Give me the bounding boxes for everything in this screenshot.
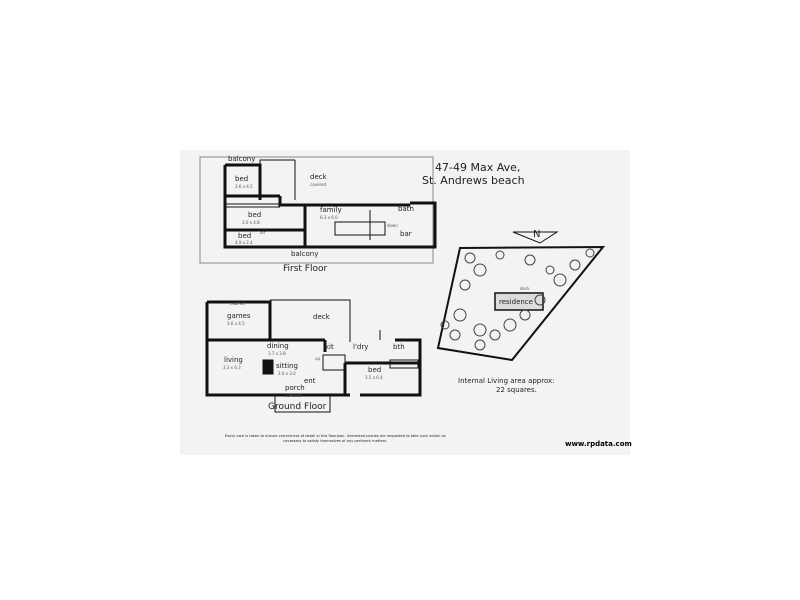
room-dims: 3.0 x 3.0 xyxy=(278,371,296,376)
north-arrow xyxy=(512,231,559,244)
room-label: balcony xyxy=(228,155,256,163)
room-dims: 3.6 x 4.5 xyxy=(235,184,253,189)
room-label: balcony xyxy=(291,250,319,258)
room-dims: 3.5 x 6.4 xyxy=(365,375,383,380)
fireplace xyxy=(262,359,274,375)
room-label: bed xyxy=(238,232,252,240)
room-label: bed xyxy=(368,366,382,374)
floor-plan-sheet: 47-49 Max Ave, St. Andrews beach balcony… xyxy=(180,150,632,455)
room-label: bed xyxy=(235,175,249,183)
watermark: www.rpdata.com xyxy=(565,440,632,448)
north-label: N xyxy=(533,229,541,240)
property-address-line1: 47-49 Max Ave, xyxy=(435,161,521,174)
first-floor-outline xyxy=(199,156,434,264)
room-label: bar xyxy=(400,230,412,238)
first-floor-caption: First Floor xyxy=(283,264,328,274)
disclaimer-line1: Every care is taken to ensure correctnes… xyxy=(225,434,446,438)
room-label: l'dry xyxy=(353,343,369,351)
room-dims: 6.3 x 6.0 xyxy=(320,215,338,220)
ground-floor-fittings xyxy=(270,299,419,413)
residence-outline xyxy=(494,292,544,311)
room-label: living xyxy=(224,356,243,364)
room-label: bath xyxy=(398,205,414,213)
floor-plan-drawing xyxy=(199,156,606,413)
disclaimer: Every care is taken to ensure correctnes… xyxy=(225,434,446,443)
robe-note: bir xyxy=(260,230,266,235)
room-label: bth xyxy=(393,343,405,351)
room-dims: covered xyxy=(285,393,302,398)
room-label: games xyxy=(227,312,251,320)
first-floor-fittings xyxy=(225,159,386,240)
room-label: dining xyxy=(267,342,289,350)
room-label: kit xyxy=(325,343,334,351)
room-dims: 4.9 x 2.4 xyxy=(235,240,253,245)
site-trees xyxy=(440,248,595,351)
room-label: sitting xyxy=(276,362,298,370)
room-label: family xyxy=(320,206,342,214)
area-note-line1: Internal Living area approx: xyxy=(458,377,555,385)
ground-floor-walls xyxy=(205,300,422,397)
stairs-note: down xyxy=(387,223,398,228)
ground-floor-caption: Ground Floor xyxy=(268,402,327,412)
disclaimer-line2: necessary to satisfy themselves of any p… xyxy=(283,438,388,443)
site-boundary xyxy=(436,245,606,362)
property-address-line2: St. Andrews beach xyxy=(422,174,525,187)
room-dims: 3.7 x 3.8 xyxy=(268,351,286,356)
room-label: bed xyxy=(248,211,262,219)
room-dims: 3.3 x 6.3 xyxy=(223,365,241,370)
area-note-line2: 22 squares. xyxy=(496,386,537,394)
room-label: deck xyxy=(310,173,327,181)
room-label: deck xyxy=(313,313,330,321)
site-deck-label: deck xyxy=(520,286,530,291)
residence-label: residence xyxy=(499,298,533,306)
room-dims: 3.6 x 4.5 xyxy=(227,321,245,326)
room-dims: 3.0 x 4.8 xyxy=(242,220,260,225)
room-label: ent xyxy=(304,377,316,385)
cabinet-note: cabinet xyxy=(230,301,245,306)
room-dims: covered xyxy=(310,182,327,187)
room-label: porch xyxy=(285,384,305,392)
stairs-note: up xyxy=(315,356,321,361)
